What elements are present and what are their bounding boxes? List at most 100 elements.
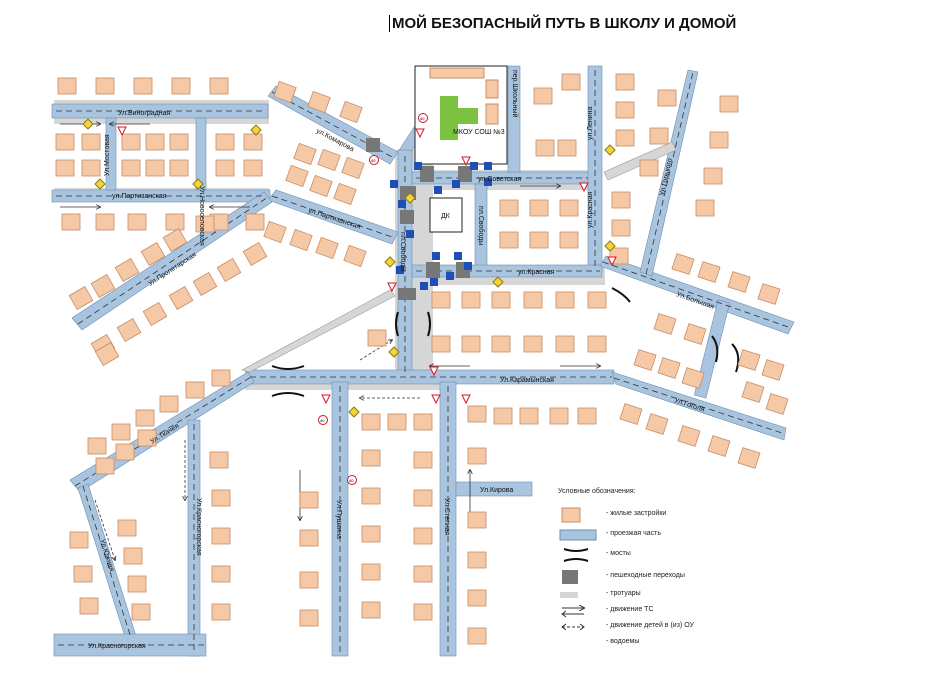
house (499, 231, 519, 249)
house (216, 258, 242, 282)
house (555, 335, 575, 353)
house (185, 381, 205, 399)
house (657, 89, 677, 107)
house (695, 199, 715, 217)
house (645, 413, 669, 435)
label-sovetskaya: ул.Советская (478, 176, 521, 183)
house (467, 447, 487, 465)
house (145, 159, 165, 177)
pedestrian-sign-icon (420, 282, 428, 290)
yield-sign-icon (461, 394, 471, 405)
house (523, 335, 543, 353)
house (719, 95, 739, 113)
speed-limit-sign-icon (418, 113, 428, 123)
house (299, 609, 319, 627)
road-gorkogo (639, 69, 699, 277)
sidewalk-diag (241, 289, 396, 373)
house (461, 335, 481, 353)
house (273, 80, 297, 104)
traffic-arrows (60, 124, 600, 560)
map-title: МОЙ БЕЗОПАСНЫЙ ПУТЬ В ШКОЛУ И ДОМОЙ (389, 15, 736, 32)
house (491, 291, 511, 309)
house (95, 213, 115, 231)
house (559, 231, 579, 249)
school-label: МКОУ СОШ №3 (453, 129, 505, 136)
house (131, 603, 151, 621)
road-shkolnaya (507, 65, 521, 173)
house (765, 393, 789, 415)
house (519, 407, 539, 425)
house (649, 127, 669, 145)
pedestrian-sign-icon (396, 266, 404, 274)
school-area: МКОУ СОШ №3 ДК (414, 65, 508, 233)
house (299, 529, 319, 547)
label-pushkina: Ул.Пушкина (335, 500, 342, 539)
priority-sign-icon (94, 178, 106, 190)
house (361, 601, 381, 619)
house (68, 286, 94, 310)
house (140, 242, 166, 266)
house (114, 258, 140, 282)
house (737, 349, 761, 371)
house (737, 447, 761, 469)
house (683, 323, 707, 345)
house (681, 367, 705, 389)
pedestrian-sign-icon (470, 162, 478, 170)
house (165, 213, 185, 231)
house (361, 563, 381, 581)
house (413, 451, 433, 469)
priority-sign-icon (604, 240, 616, 252)
house (90, 274, 116, 298)
legend-children-arrow-icon (561, 623, 585, 631)
house (341, 156, 365, 180)
dk-building (429, 197, 463, 233)
house (94, 342, 120, 366)
legend-item: - жилые застройки (606, 510, 667, 517)
house (299, 571, 319, 589)
house (757, 283, 781, 305)
legend-houses: - жилые застройки (558, 506, 778, 524)
house (707, 435, 731, 457)
label-svobody-left: пл.Свободы (399, 232, 407, 271)
road-novoselovskaya (195, 117, 207, 191)
house (413, 603, 433, 621)
house (653, 313, 677, 335)
house (245, 213, 265, 231)
house (587, 335, 607, 353)
house (361, 525, 381, 543)
house (549, 407, 569, 425)
crossing-5 (458, 166, 472, 182)
house (243, 159, 263, 177)
house (413, 527, 433, 545)
house (55, 133, 75, 151)
house (529, 199, 549, 217)
legend-children: - движение детей в (из) ОУ (558, 618, 778, 636)
speed-limit-sign-icon (318, 415, 328, 425)
pedestrian-sign-icon (406, 230, 414, 238)
house (79, 597, 99, 615)
pedestrian-sign-icon (390, 180, 398, 188)
house (523, 291, 543, 309)
house (561, 73, 581, 91)
speed-limit-sign-icon (347, 475, 357, 485)
house (361, 413, 381, 431)
house (317, 148, 341, 172)
legend-house-swatch (561, 507, 581, 523)
label-krasnogorskaya-h: Ул.Красногорская (88, 643, 146, 650)
house (529, 231, 549, 249)
house (577, 407, 597, 425)
legend-bridges: - мосты (558, 546, 778, 564)
house (81, 159, 101, 177)
house (116, 318, 142, 342)
label-karamynskaya: Ул.Карамынская (500, 377, 554, 384)
pedestrian-sign-icon (430, 278, 438, 286)
priority-sign-icon (492, 276, 504, 288)
speed-limit-value: 40 (371, 158, 376, 163)
dk-label: ДК (441, 213, 451, 220)
house (493, 407, 513, 425)
house (111, 423, 131, 441)
house (557, 139, 577, 157)
pedestrian-sign-icon (432, 252, 440, 260)
house (137, 429, 157, 447)
bridge-2 (395, 311, 399, 337)
